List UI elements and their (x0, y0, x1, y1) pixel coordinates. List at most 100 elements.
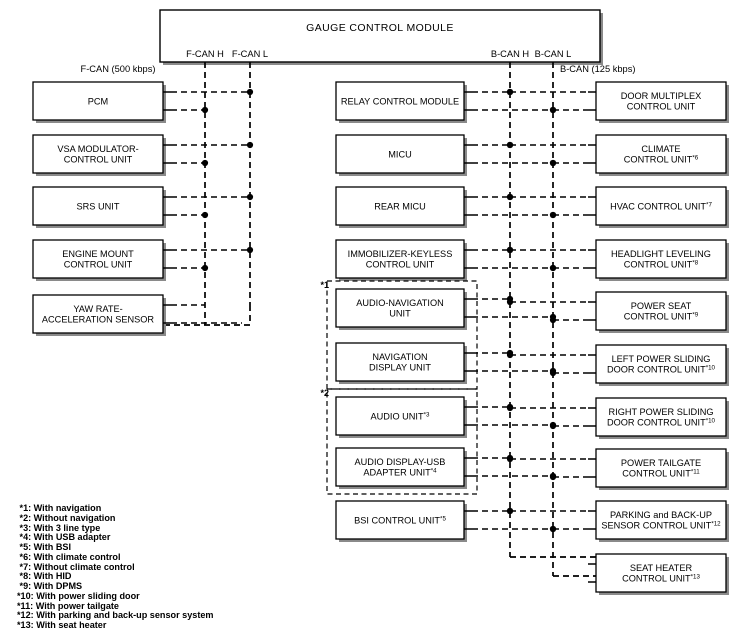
footnote-item: *11: With power tailgate (17, 600, 119, 611)
bus-junction (549, 159, 557, 167)
unit-box-middle-1 (335, 134, 467, 176)
unit-label: AUDIO UNIT*3 (371, 411, 431, 422)
unit-label: RELAY CONTROL MODULE (341, 96, 459, 106)
svg-text:CONTROL UNIT: CONTROL UNIT (627, 102, 696, 112)
svg-text:MICU: MICU (388, 149, 411, 159)
bus-junction (201, 211, 209, 219)
bus-junction (506, 351, 514, 359)
port-label-f-can-l: F-CAN L (232, 49, 268, 59)
svg-text:PCM: PCM (88, 96, 108, 106)
unit-box-middle-5 (335, 342, 467, 384)
unit-label: BSI CONTROL UNIT*5 (354, 515, 446, 526)
bus-junction (506, 193, 514, 201)
footnotes-legend: *1: With navigation *2: Without navigati… (17, 503, 277, 631)
port-label-b-can-h: B-CAN H (491, 49, 529, 59)
svg-text:CONTROL UNIT*11: CONTROL UNIT*11 (622, 468, 700, 479)
bus-junction (506, 246, 514, 254)
unit-box-left-1 (32, 134, 166, 176)
bus-junction (506, 88, 514, 96)
svg-text:ENGINE MOUNT: ENGINE MOUNT (62, 249, 134, 259)
unit-label: SRS UNIT (77, 201, 120, 211)
unit-box-middle-7 (335, 447, 467, 489)
svg-text:AUDIO UNIT*3: AUDIO UNIT*3 (371, 411, 431, 422)
svg-text:DOOR CONTROL UNIT*10: DOOR CONTROL UNIT*10 (607, 417, 716, 428)
bus-label-f-can: F-CAN (500 kbps) (81, 64, 156, 74)
bus-junction (246, 141, 254, 149)
bus-f-can-l-terminator (163, 305, 251, 326)
bus-junction (506, 455, 514, 463)
unit-box-middle-3 (335, 239, 467, 281)
svg-text:DOOR CONTROL UNIT*10: DOOR CONTROL UNIT*10 (607, 364, 716, 375)
unit-box-right-9 (595, 553, 729, 595)
bus-junction (549, 316, 557, 324)
unit-box-right-6 (595, 397, 729, 439)
unit-box-middle-0 (335, 81, 467, 123)
svg-text:IMMOBILIZER-KEYLESS: IMMOBILIZER-KEYLESS (348, 249, 453, 259)
svg-text:YAW RATE-: YAW RATE- (73, 304, 122, 314)
footnote-item: *6: With climate control (17, 551, 121, 562)
svg-text:REAR MICU: REAR MICU (374, 201, 426, 211)
unit-box-middle-6 (335, 396, 467, 438)
bus-junction (549, 525, 557, 533)
unit-box-middle-8 (335, 500, 467, 542)
svg-text:RELAY CONTROL MODULE: RELAY CONTROL MODULE (341, 96, 459, 106)
footnote-item: *4: With USB adapter (17, 532, 111, 543)
bus-junction (549, 211, 557, 219)
svg-text:HEADLIGHT LEVELING: HEADLIGHT LEVELING (611, 249, 711, 259)
group-with-navigation (326, 280, 478, 390)
footnote-item: *5: With BSI (17, 542, 71, 552)
unit-box-right-5 (595, 344, 729, 386)
unit-box-right-8 (595, 500, 729, 542)
footnote-item: *8: With HID (17, 571, 72, 582)
bus-junction (201, 106, 209, 114)
bus-junction (506, 298, 514, 306)
port-label-b-can-l: B-CAN L (535, 49, 572, 59)
svg-text:CONTROL UNIT: CONTROL UNIT (366, 260, 435, 270)
unit-box-right-0 (595, 81, 729, 123)
svg-text:NAVIGATION: NAVIGATION (372, 352, 427, 362)
svg-text:HVAC CONTROL UNIT*7: HVAC CONTROL UNIT*7 (610, 201, 712, 212)
unit-box-middle-4 (335, 288, 467, 330)
unit-box-middle-2 (335, 186, 467, 228)
svg-text:RIGHT POWER SLIDING: RIGHT POWER SLIDING (609, 407, 714, 417)
svg-text:POWER SEAT: POWER SEAT (631, 301, 692, 311)
svg-text:ADAPTER UNIT*4: ADAPTER UNIT*4 (363, 467, 437, 478)
footnote-item: *7: Without climate control (17, 561, 135, 572)
header-title: GAUGE CONTROL MODULE (306, 22, 454, 34)
bus-junction (549, 422, 557, 430)
unit-label: MICU (388, 149, 411, 159)
svg-text:AUDIO-NAVIGATION: AUDIO-NAVIGATION (356, 298, 443, 308)
bus-junction (246, 88, 254, 96)
footnote-item: *1: With navigation (17, 503, 102, 513)
bus-junction (549, 473, 557, 481)
unit-label: YAW RATE-ACCELERATION SENSOR (42, 304, 155, 325)
bus-junction (506, 507, 514, 515)
bus-junction (506, 141, 514, 149)
svg-text:PARKING and BACK-UP: PARKING and BACK-UP (610, 510, 712, 520)
unit-box-left-3 (32, 239, 166, 281)
svg-text:LEFT POWER SLIDING: LEFT POWER SLIDING (612, 354, 711, 364)
svg-text:CONTROL UNIT*6: CONTROL UNIT*6 (624, 154, 699, 165)
footnote-item: *3: With 3 line type (17, 522, 101, 533)
group-without-navigation-label: *2 (320, 388, 329, 398)
svg-text:CONTROL UNIT*9: CONTROL UNIT*9 (624, 311, 699, 322)
gauge-control-module[interactable]: GAUGE CONTROL MODULE (159, 9, 603, 65)
svg-text:SEAT HEATER: SEAT HEATER (630, 563, 693, 573)
bus-junction (506, 404, 514, 412)
svg-text:CLIMATE: CLIMATE (641, 144, 680, 154)
unit-label: VSA MODULATOR-CONTROL UNIT (57, 144, 138, 165)
svg-text:SENSOR CONTROL UNIT*12: SENSOR CONTROL UNIT*12 (601, 520, 721, 531)
footnote-item: *9: With DPMS (17, 581, 83, 591)
svg-text:BSI CONTROL UNIT*5: BSI CONTROL UNIT*5 (354, 515, 446, 526)
svg-text:UNIT: UNIT (389, 309, 411, 319)
footnote-item: *12: With parking and back-up sensor sys… (17, 610, 214, 621)
unit-box-right-2 (595, 186, 729, 228)
